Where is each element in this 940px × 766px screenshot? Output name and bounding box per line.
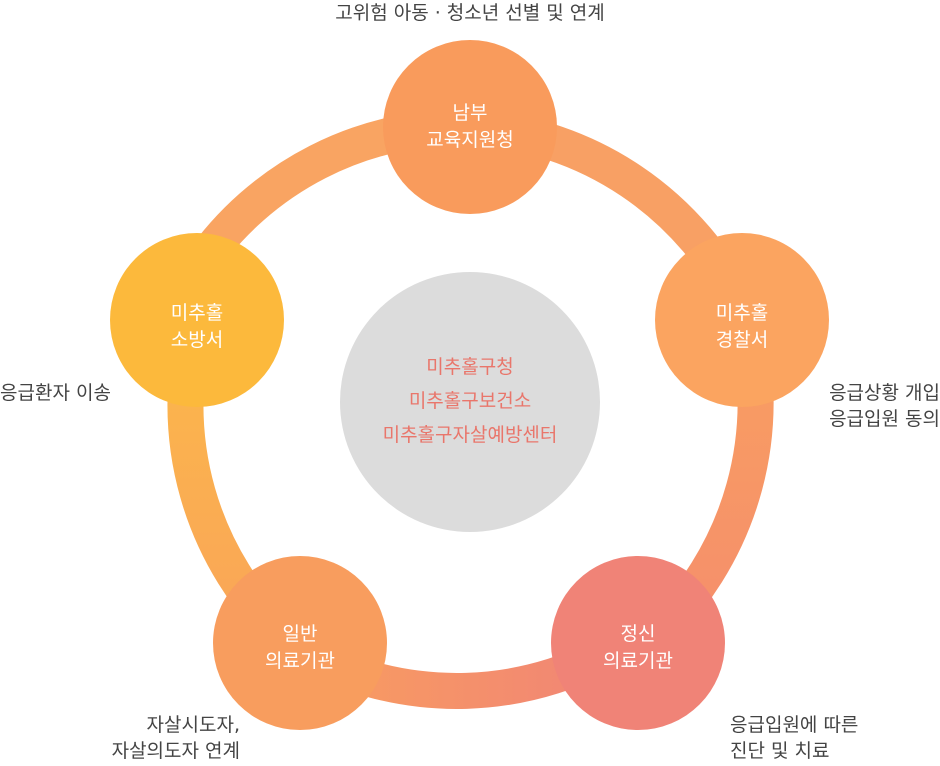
node-police-line-2: 경찰서 xyxy=(715,329,769,351)
annotation-bottom-right: 응급입원에 따른 진단 및 치료 xyxy=(730,712,900,764)
node-fire-line-1: 미추홀 xyxy=(170,302,224,324)
annotation-right-line-1: 응급상황 개입 xyxy=(829,382,940,404)
node-education-line-2: 교육지원청 xyxy=(426,129,514,151)
node-fire-label: 미추홀 소방서 xyxy=(117,300,277,354)
annotation-bottom-left-line-2: 자살의도자 연계 xyxy=(111,740,240,762)
node-education-circle xyxy=(383,40,557,214)
node-education-line-1: 남부 xyxy=(452,102,488,124)
node-mental-line-1: 정신 xyxy=(620,623,656,645)
center-label: 미추홀구청 미추홀구보건소 미추홀구자살예방센터 xyxy=(340,350,600,452)
node-general-circle xyxy=(213,556,387,730)
center-line-1: 미추홀구청 xyxy=(426,356,514,378)
annotation-bottom-right-line-2: 진단 및 치료 xyxy=(730,740,830,762)
node-fire-line-2: 소방서 xyxy=(170,329,224,351)
annotation-left: 응급환자 이송 xyxy=(0,380,140,406)
center-circle xyxy=(340,272,600,532)
annotation-top: 고위험 아동 · 청소년 선별 및 연계 xyxy=(270,0,670,26)
node-mental-circle xyxy=(551,556,725,730)
annotation-left-line-1: 응급환자 이송 xyxy=(0,382,111,404)
annotation-bottom-left-line-1: 자살시도자, xyxy=(146,714,240,736)
node-general-label: 일반 의료기관 xyxy=(220,621,380,675)
node-education-label: 남부 교육지원청 xyxy=(390,100,550,154)
annotation-right: 응급상황 개입 응급입원 동의 xyxy=(800,380,940,432)
annotation-right-line-2: 응급입원 동의 xyxy=(829,408,940,430)
annotation-bottom-right-line-1: 응급입원에 따른 xyxy=(730,714,859,736)
node-mental-label: 정신 의료기관 xyxy=(558,621,718,675)
node-fire-circle xyxy=(110,233,284,407)
node-police-circle xyxy=(655,233,829,407)
node-police-line-1: 미추홀 xyxy=(715,302,769,324)
node-mental-line-2: 의료기관 xyxy=(603,650,673,672)
annotation-bottom-left: 자살시도자, 자살의도자 연계 xyxy=(60,712,240,764)
node-general-line-1: 일반 xyxy=(282,623,318,645)
node-general-line-2: 의료기관 xyxy=(265,650,335,672)
node-police-label: 미추홀 경찰서 xyxy=(662,300,822,354)
center-line-2: 미추홀구보건소 xyxy=(408,390,532,412)
center-line-3: 미추홀구자살예방센터 xyxy=(382,424,558,446)
annotation-top-line-1: 고위험 아동 · 청소년 선별 및 연계 xyxy=(335,2,605,24)
